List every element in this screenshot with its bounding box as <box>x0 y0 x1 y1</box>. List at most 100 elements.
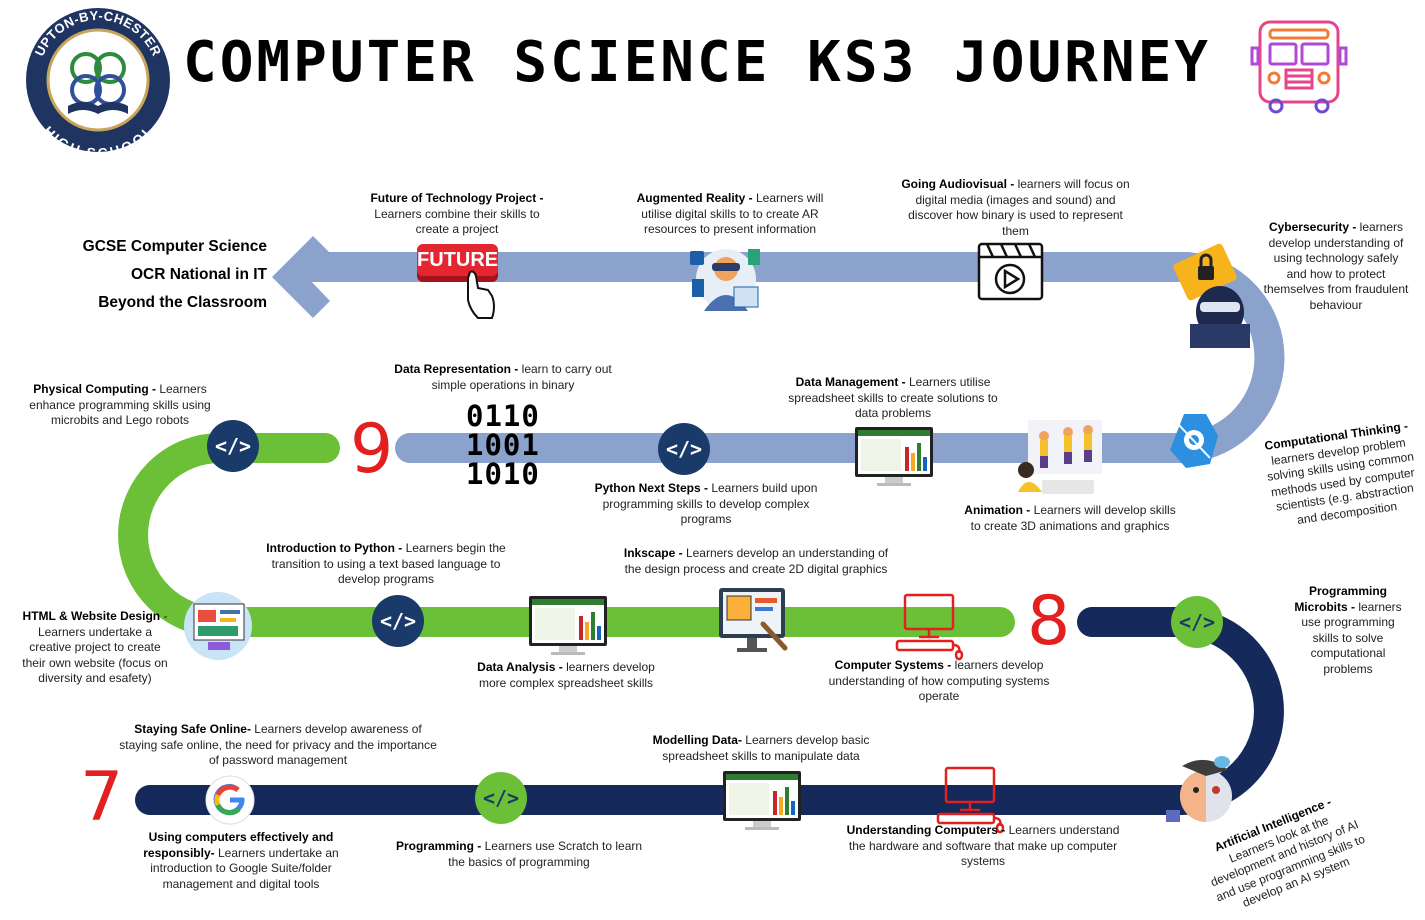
topic-title: Cybersecurity - <box>1268 220 1357 234</box>
topic-title: Future of Technology Project - <box>370 191 544 205</box>
binary-digits: 0110 1001 1010 <box>466 402 540 489</box>
topic-title: Python Next Steps - <box>594 481 708 495</box>
topic-understanding-computers: Understanding Computers - Learners under… <box>845 823 1121 870</box>
topic-title: Data Management - <box>795 375 906 389</box>
topic-data-management: Data Management - Learners utilise sprea… <box>783 375 1003 422</box>
video-player-icon <box>977 242 1044 301</box>
topic-text: learners develop understanding of how co… <box>828 658 1050 703</box>
topic-title: Programming Microbits - <box>1294 584 1387 614</box>
topic-going-audiovisual: Going Audiovisual - learners will focus … <box>898 177 1133 239</box>
topic-title: Data Analysis - <box>477 660 563 674</box>
topic-animation: Animation - Learners will develop skills… <box>960 503 1180 534</box>
school-logo: UPTON-BY-CHESTER HIGH SCHOOL <box>26 8 170 161</box>
topic-text: Learners build upon programming skills t… <box>602 481 818 526</box>
topic-staying-safe-online: Staying Safe Online- Learners develop aw… <box>116 722 440 769</box>
destination-beyond: Beyond the Classroom <box>98 294 267 311</box>
topic-text: learners use programming skills to solve… <box>1301 599 1402 676</box>
topic-title: Computer Systems - <box>834 658 952 672</box>
code-icon: </> <box>207 420 259 472</box>
road-arrow-head <box>272 236 330 318</box>
topic-html-website-design: HTML & Website Design - Learners underta… <box>18 609 172 687</box>
topic-text: Learners combine their skills to create … <box>374 206 540 237</box>
binary-row: 1001 <box>466 428 540 462</box>
topic-text: Learners will utilise digital skills to … <box>641 191 824 236</box>
svg-text:</>: </> <box>215 434 251 458</box>
svg-text:</>: </> <box>483 786 519 810</box>
destination-gcse: GCSE Computer Science <box>82 238 267 255</box>
topic-text: - Learners undertake a creative project … <box>22 609 168 685</box>
code-icon: </> <box>372 595 424 647</box>
topic-future-technology: Future of Technology Project - Learners … <box>362 191 552 238</box>
topic-text: Learners will develop skills to create 3… <box>970 503 1176 533</box>
google-icon <box>205 775 255 825</box>
computer-icon <box>936 766 1005 834</box>
topic-computer-systems: Computer Systems - learners develop unde… <box>826 658 1052 705</box>
topic-text: Learners use Scratch to learn the basics… <box>448 839 643 869</box>
inkscape-design-icon <box>719 588 788 652</box>
topic-title: Data Representation - <box>394 362 519 376</box>
page-title: COMPUTER SCIENCE KS3 JOURNEY <box>183 30 1212 95</box>
topic-text: Learners begin the transition to using a… <box>271 541 506 586</box>
topic-augmented-reality: Augmented Reality - Learners will utilis… <box>630 191 830 238</box>
topic-programming: Programming - Learners use Scratch to le… <box>392 839 646 870</box>
code-icon: </> <box>475 772 527 824</box>
topic-title: Introduction to Python - <box>266 541 403 555</box>
topic-text: learners will focus on digital media (im… <box>908 177 1130 238</box>
year-7-number: 7 <box>80 758 124 837</box>
year-8-number: 8 <box>1027 582 1071 661</box>
topic-text: Learners develop basic spreadsheet skill… <box>662 733 870 763</box>
topic-cybersecurity: Cybersecurity - learners develop underst… <box>1262 220 1410 313</box>
binary-row: 0110 <box>466 399 540 433</box>
topic-inkscape: Inkscape - Learners develop an understan… <box>618 546 894 577</box>
computer-icon <box>895 593 964 661</box>
topic-title: Animation - <box>964 503 1031 517</box>
year-9-number: 9 <box>350 410 394 489</box>
svg-text:</>: </> <box>666 437 702 461</box>
topic-using-computers: Using computers effectively and responsi… <box>138 830 344 892</box>
topic-title: Physical Computing - <box>33 382 156 396</box>
topic-title: Inkscape - <box>623 546 683 560</box>
topic-title: Programming - <box>395 839 482 853</box>
topic-text: learn to carry out simple operations in … <box>431 362 612 392</box>
topic-text: Learners understand the hardware and sof… <box>848 823 1120 868</box>
topic-text: learners develop more complex spreadshee… <box>478 660 655 690</box>
school-bus-icon <box>1250 20 1348 114</box>
year8-road <box>118 433 1015 637</box>
future-button-icon <box>417 244 498 319</box>
artificial-intelligence-icon <box>1166 756 1232 822</box>
topic-text: Learners develop an understanding of the… <box>624 546 889 576</box>
topic-text: Learners undertake an introduction to Go… <box>150 845 339 891</box>
code-icon: </> <box>658 423 710 475</box>
topic-title: Staying Safe Online- <box>134 722 251 736</box>
augmented-reality-icon <box>690 249 760 311</box>
topic-title: Understanding Computers - <box>846 823 1006 837</box>
web-design-icon <box>184 592 252 660</box>
binary-row: 1010 <box>466 457 540 491</box>
topic-intro-to-python: Introduction to Python - Learners begin … <box>266 541 506 588</box>
topic-physical-computing: Physical Computing - Learners enhance pr… <box>22 382 218 429</box>
topic-python-next-steps: Python Next Steps - Learners build upon … <box>593 481 819 528</box>
future-badge-label: FUTURE <box>417 249 499 271</box>
svg-text:</>: </> <box>1179 610 1215 634</box>
animation-icon <box>1018 420 1102 494</box>
topic-programming-microbits: Programming Microbits - learners use pro… <box>1290 584 1406 677</box>
cybersecurity-icon <box>1173 243 1250 348</box>
destination-ocr: OCR National in IT <box>130 266 267 283</box>
topic-title: Going Audiovisual - <box>901 177 1015 191</box>
spreadsheet-monitor-icon <box>855 427 933 486</box>
topic-title: Modelling Data- <box>652 733 742 747</box>
spreadsheet-monitor-icon <box>529 596 607 655</box>
topic-title: Augmented Reality - <box>636 191 753 205</box>
year7-road <box>135 607 1284 815</box>
topic-data-representation: Data Representation - learn to carry out… <box>382 362 624 393</box>
computational-thinking-icon <box>1170 414 1218 468</box>
topic-modelling-data: Modelling Data- Learners develop basic s… <box>645 733 877 764</box>
topic-data-analysis: Data Analysis - learners develop more co… <box>472 660 660 691</box>
topic-text: Learners develop awareness of staying sa… <box>119 722 437 767</box>
topic-title: Using computers effectively and responsi… <box>143 830 334 860</box>
topic-text: Learners utilise spreadsheet skills to c… <box>788 375 998 420</box>
code-icon: </> <box>1171 596 1223 648</box>
topic-text: learners develop understanding of using … <box>1263 220 1409 312</box>
spreadsheet-monitor-icon <box>723 771 801 830</box>
